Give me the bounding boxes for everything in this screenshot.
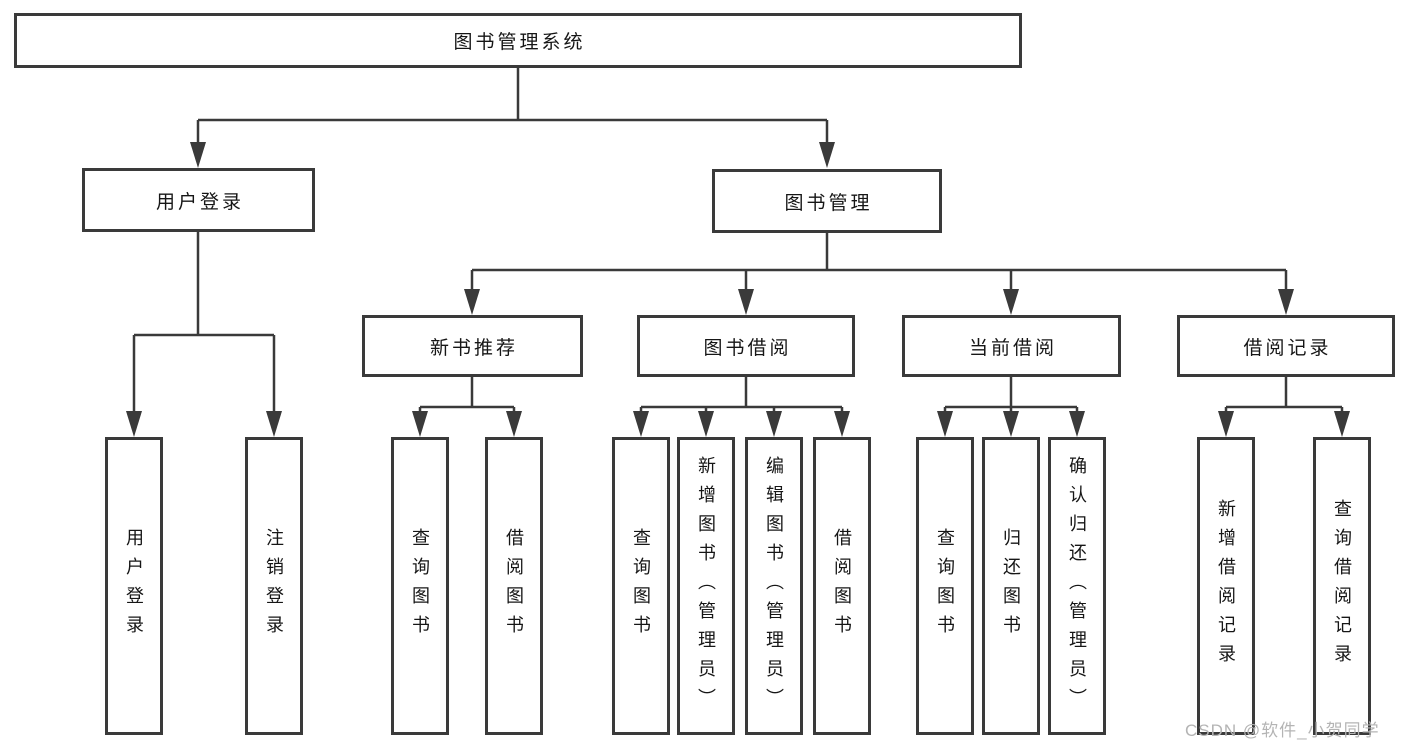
node-label: 图书管理 <box>784 192 873 214</box>
leaf-user-login: 用户登录 <box>105 437 163 735</box>
node-label: 查询图书 <box>935 528 955 644</box>
node-new-book-recommend: 新书推荐 <box>362 315 583 377</box>
node-book-management: 图书管理 <box>712 169 942 233</box>
node-label: 借阅图书 <box>504 528 524 644</box>
node-label: 注销登录 <box>264 528 284 644</box>
arrow-down-icon <box>1334 411 1350 437</box>
node-label: 查询借阅记录 <box>1332 499 1352 673</box>
leaf-borrow-borrow-books: 借阅图书 <box>813 437 871 735</box>
leaf-current-query-books: 查询图书 <box>916 437 974 735</box>
node-label: 编辑图书（管理员） <box>764 455 784 717</box>
arrow-down-icon <box>412 411 428 437</box>
arrow-down-icon <box>1003 411 1019 437</box>
arrow-down-icon <box>834 411 850 437</box>
node-label: 当前借阅 <box>968 337 1057 359</box>
arrow-down-icon <box>464 289 480 315</box>
arrow-down-icon <box>698 411 714 437</box>
leaf-borrow-query-books: 查询图书 <box>612 437 670 735</box>
leaf-records-query-record: 查询借阅记录 <box>1313 437 1371 735</box>
leaf-borrow-edit-books-admin: 编辑图书（管理员） <box>745 437 803 735</box>
arrow-down-icon <box>1218 411 1234 437</box>
node-borrow-records: 借阅记录 <box>1177 315 1395 377</box>
node-current-borrow: 当前借阅 <box>902 315 1121 377</box>
node-label: 归还图书 <box>1001 528 1021 644</box>
node-label: 新增图书（管理员） <box>696 455 716 717</box>
node-label: 用户登录 <box>124 528 144 644</box>
node-label: 借阅图书 <box>832 528 852 644</box>
leaf-logout: 注销登录 <box>245 437 303 735</box>
leaf-records-add-record: 新增借阅记录 <box>1197 437 1255 735</box>
node-book-borrow: 图书借阅 <box>637 315 855 377</box>
node-label: 新书推荐 <box>429 337 518 359</box>
leaf-recommend-borrow-books: 借阅图书 <box>485 437 543 735</box>
watermark: CSDN @软件_小贺同学 <box>1185 721 1380 740</box>
arrow-down-icon <box>819 142 835 168</box>
arrow-down-icon <box>506 411 522 437</box>
arrow-down-icon <box>1003 289 1019 315</box>
node-label: 新增借阅记录 <box>1216 499 1236 673</box>
arrow-down-icon <box>633 411 649 437</box>
arrow-down-icon <box>766 411 782 437</box>
node-label: 图书借阅 <box>703 337 792 359</box>
leaf-recommend-query-books: 查询图书 <box>391 437 449 735</box>
node-label: 确认归还（管理员） <box>1067 455 1087 717</box>
arrow-down-icon <box>738 289 754 315</box>
arrow-down-icon <box>266 411 282 437</box>
arrow-down-icon <box>126 411 142 437</box>
node-label: 查询图书 <box>410 528 430 644</box>
node-label: 借阅记录 <box>1243 337 1332 359</box>
node-user-login: 用户登录 <box>82 168 315 232</box>
node-label: 图书管理系统 <box>453 32 586 53</box>
arrow-down-icon <box>1278 289 1294 315</box>
leaf-current-return-books: 归还图书 <box>982 437 1040 735</box>
arrow-down-icon <box>190 142 206 168</box>
arrow-down-icon <box>1069 411 1085 437</box>
node-library-management-system: 图书管理系统 <box>14 13 1022 68</box>
leaf-current-confirm-return-admin: 确认归还（管理员） <box>1048 437 1106 735</box>
arrow-down-icon <box>937 411 953 437</box>
node-label: 查询图书 <box>631 528 651 644</box>
leaf-borrow-add-books-admin: 新增图书（管理员） <box>677 437 735 735</box>
node-label: 用户登录 <box>155 191 244 213</box>
